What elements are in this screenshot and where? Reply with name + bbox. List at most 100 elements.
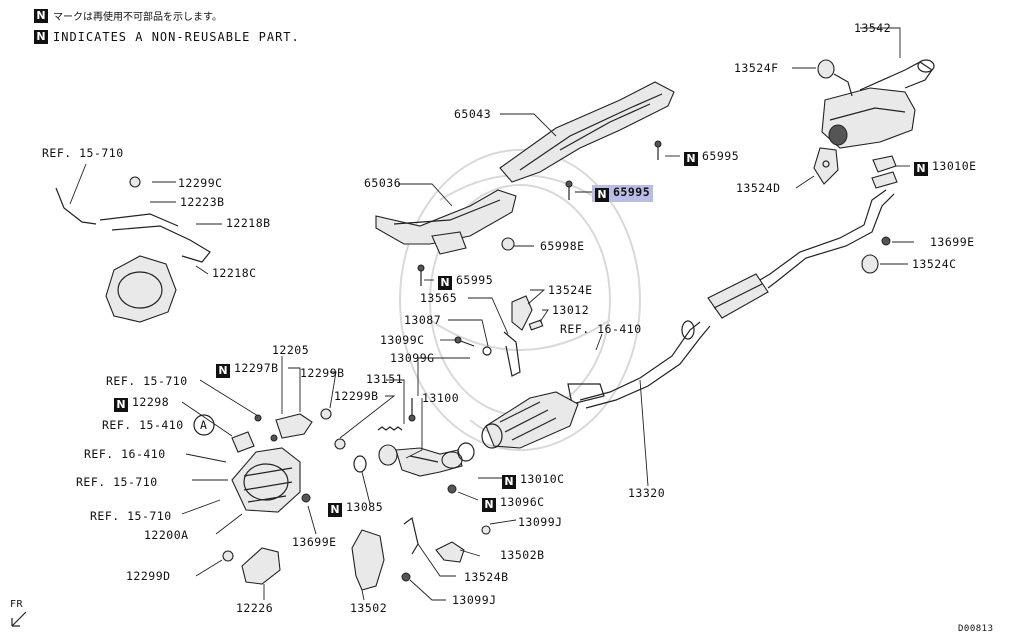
label-12297B-text: 12297B [234,361,279,375]
label-13542: 13542 [854,21,892,35]
heat-protector-65043 [499,81,675,183]
label-13100: 13100 [422,391,460,405]
pin-13012 [528,319,544,331]
label-13096C-n: N 13096C [482,495,545,512]
catalytic-converter [481,391,579,449]
label-13087: 13087 [404,313,442,327]
legend-en: N INDICATES A NON-REUSABLE PART. [34,30,300,44]
label-ref-15-410: REF. 15-410 [102,418,184,432]
nut-13099J [401,525,491,582]
n-mark-icon: N [595,188,609,202]
label-12299D: 12299D [126,569,171,583]
bolt-12299B [320,408,346,450]
label-13524F: 13524F [734,61,779,75]
oil-pipe-12223B [55,187,211,263]
label-13010E-n: N 13010E [914,159,977,176]
label-13151: 13151 [366,372,404,386]
label-65995-c: N 65995 [438,273,493,290]
heat-protector-12226 [241,547,281,585]
circle-a-marker [193,414,215,436]
label-12205: 12205 [272,343,310,357]
label-65036: 65036 [364,176,402,190]
label-65995c-text: 65995 [456,273,494,287]
label-65995b-text: 65995 [613,185,651,199]
label-ref-16-410-b: REF. 16-410 [84,447,166,461]
bolt-13099G [408,398,416,422]
n-mark-icon: N [34,30,48,44]
label-12200A: 12200A [144,528,189,542]
label-13099J-b: 13099J [452,593,497,607]
front-arrow-icon [11,611,27,627]
bolt-13699E [881,236,891,246]
label-12297B-n: N 12297B [216,361,279,378]
gasket-12298 [231,431,255,453]
label-12226: 12226 [236,601,274,615]
hanger-13524B [403,516,419,555]
gasket-13010C [457,442,475,462]
label-12299C: 12299C [178,176,223,190]
label-13524D: 13524D [736,181,781,195]
n-mark-icon: N [328,503,342,517]
label-12218C: 12218C [212,266,257,280]
gasket-12205 [275,413,313,439]
muffler-13542 [821,59,935,149]
bolt-12299D [222,550,234,562]
label-ref-15-710-c: REF. 15-710 [76,475,158,489]
washer-13087 [482,346,492,356]
diagram-code: D00813 [958,624,994,634]
label-13320: 13320 [628,486,666,500]
label-13010C-text: 13010C [520,472,565,486]
label-ref-15-710-d: REF. 15-710 [90,509,172,523]
n-mark-icon: N [438,276,452,290]
label-12298-text: 12298 [132,395,170,409]
bracket-13524D [813,147,839,185]
label-fr: FR [10,599,24,610]
turbocharger [105,255,177,323]
n-mark-icon: N [914,162,928,176]
label-12299B-b: 12299B [334,389,379,403]
bolt-13699E-front [301,493,311,503]
label-12298-n: N 12298 [114,395,169,412]
n-mark-icon: N [482,498,496,512]
nut-65998E [501,237,515,251]
label-ref-15-710-b: REF. 15-710 [106,374,188,388]
rubber-hanger-13524F [817,59,853,97]
n-mark-icon: N [114,398,128,412]
label-65998E: 65998E [540,239,585,253]
exhaust-manifold-12200A [231,447,301,513]
label-13010C-n: N 13010C [502,472,565,489]
label-ref-15-710: REF. 15-710 [42,146,124,160]
label-13699E-b: 13699E [292,535,337,549]
label-13012: 13012 [552,303,590,317]
leader-lines [69,27,914,601]
label-12223B: 12223B [180,195,225,209]
label-circle-a: A [200,418,208,432]
n-mark-icon: N [502,475,516,489]
front-pipe-13100 [378,444,463,477]
exhaust-pipe-13320 [567,189,895,409]
rubber-hanger-13524C [861,254,879,274]
label-65995-highlighted[interactable]: N 65995 [592,185,654,202]
label-12218B: 12218B [226,216,271,230]
n-mark-icon: N [216,364,230,378]
label-13096C-text: 13096C [500,495,545,509]
heat-protector-65036 [375,189,517,255]
bolt-12299C [129,176,141,188]
label-13524C: 13524C [912,257,957,271]
label-13524B: 13524B [464,570,509,584]
bolt-65995 [417,140,662,286]
label-13565: 13565 [420,291,458,305]
label-13502: 13502 [350,601,388,615]
n-mark-icon: N [684,152,698,166]
legend-en-text: INDICATES A NON-REUSABLE PART. [53,30,300,44]
label-13010E-text: 13010E [932,159,977,173]
label-13502B: 13502B [500,548,545,562]
label-13099C: 13099C [380,333,425,347]
n-mark-icon: N [34,8,48,23]
ring-13085 [353,455,367,473]
label-13099J: 13099J [518,515,563,529]
label-13524E: 13524E [548,283,593,297]
spring-13151 [377,426,403,431]
